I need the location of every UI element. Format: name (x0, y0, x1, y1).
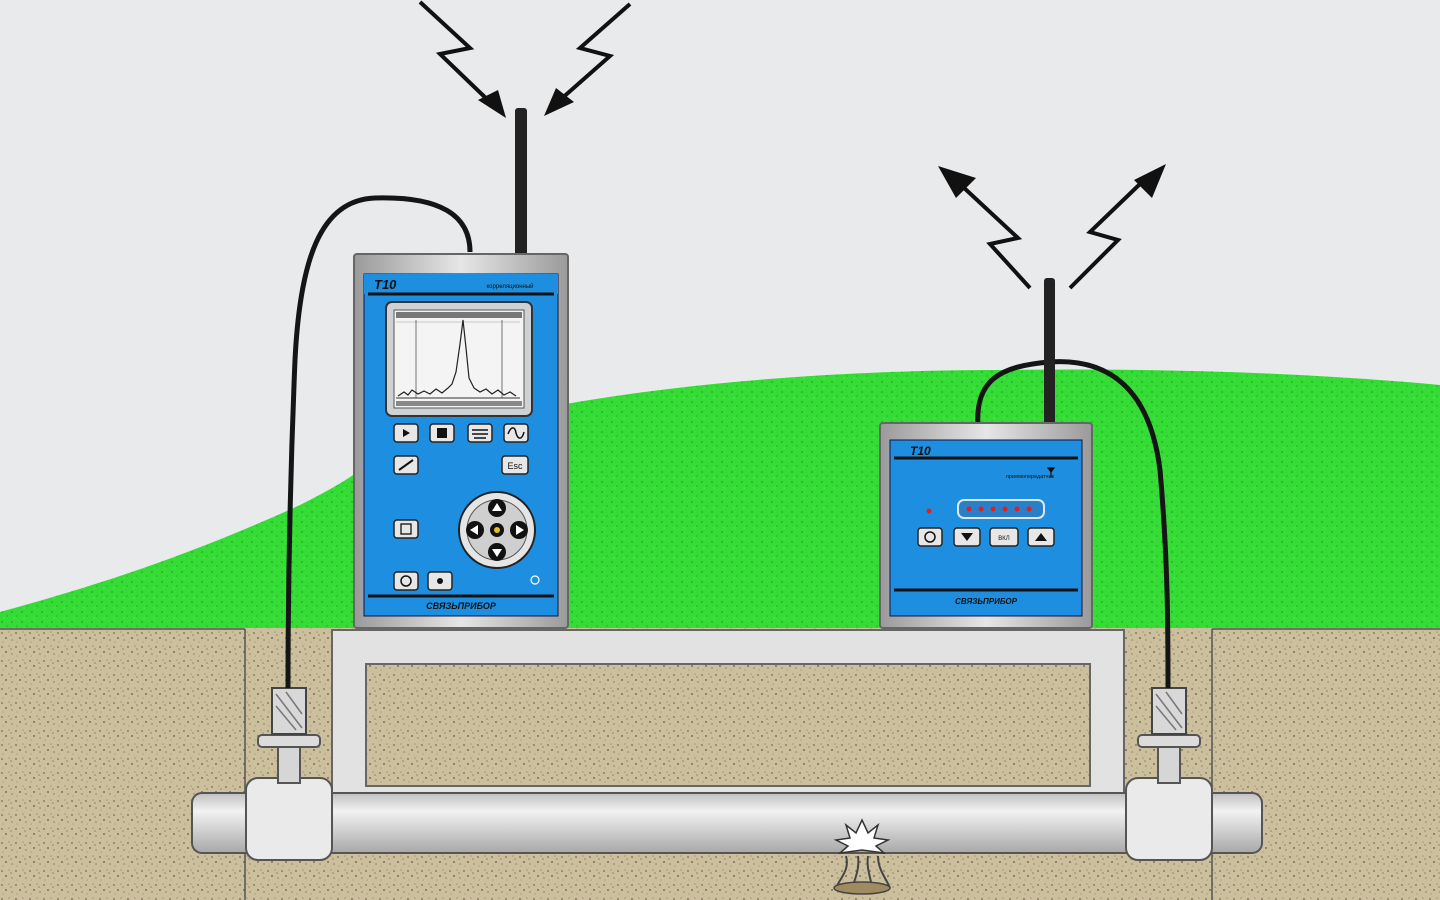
receiver-antenna-icon (1046, 467, 1056, 478)
correlator-brand: СВЯЗЬПРИБОР (426, 601, 497, 611)
power-button[interactable] (393, 571, 419, 591)
device-stand (331, 629, 1125, 801)
correlator-model: T10 (374, 277, 397, 292)
filter-button[interactable] (467, 423, 493, 443)
wrench-icon (398, 459, 414, 471)
outgoing-signal-icon (938, 164, 1166, 290)
receiver-power-icon (924, 531, 936, 543)
receiver-mode-label: ВКЛ (998, 536, 1009, 542)
stop-icon (437, 428, 447, 438)
valve-left (245, 687, 333, 861)
receiver-mode-button[interactable] (989, 527, 1019, 547)
wave-icon (507, 427, 525, 439)
pipeline (191, 687, 1263, 895)
print-button[interactable] (393, 519, 419, 539)
receiver-brand: СВЯЗЬПРИБОР (955, 597, 1018, 606)
print-icon (400, 523, 412, 535)
cable-right-a (975, 359, 1171, 689)
power-icon (400, 575, 412, 587)
up-arrow-icon (1035, 533, 1047, 541)
receiver-antenna (1044, 278, 1055, 428)
down-arrow-icon (961, 533, 973, 541)
power-led (926, 508, 932, 514)
correlator-device: T10 корреляционный Esc (353, 253, 569, 629)
filter-icon (472, 429, 488, 439)
correlator-button-row-1 (393, 423, 529, 443)
receiver-type-label: приемопередатчик (1006, 474, 1055, 480)
play-icon (403, 429, 410, 437)
esc-button[interactable] (501, 455, 529, 475)
correlator-type-label: корреляционный (486, 283, 533, 290)
direction-pad[interactable] (458, 491, 536, 569)
correlator-screen (393, 309, 525, 409)
level-indicator (957, 499, 1045, 519)
receiver-power-button[interactable] (917, 527, 943, 547)
leak-burst-icon (833, 818, 891, 895)
correlator-antenna (515, 108, 527, 258)
sun-icon (437, 578, 443, 584)
signal-indicator-icon (530, 575, 540, 585)
receiver-device: T10 приемопередатчик ВКЛ СВЯЗЬПРИБОР (879, 422, 1093, 629)
receiver-model: T10 (910, 444, 931, 458)
correlation-curve (397, 319, 517, 397)
esc-label: Esc (507, 461, 523, 471)
incoming-signal-icon (418, 0, 632, 118)
cable-left (285, 195, 473, 689)
valve-right (1125, 687, 1213, 861)
